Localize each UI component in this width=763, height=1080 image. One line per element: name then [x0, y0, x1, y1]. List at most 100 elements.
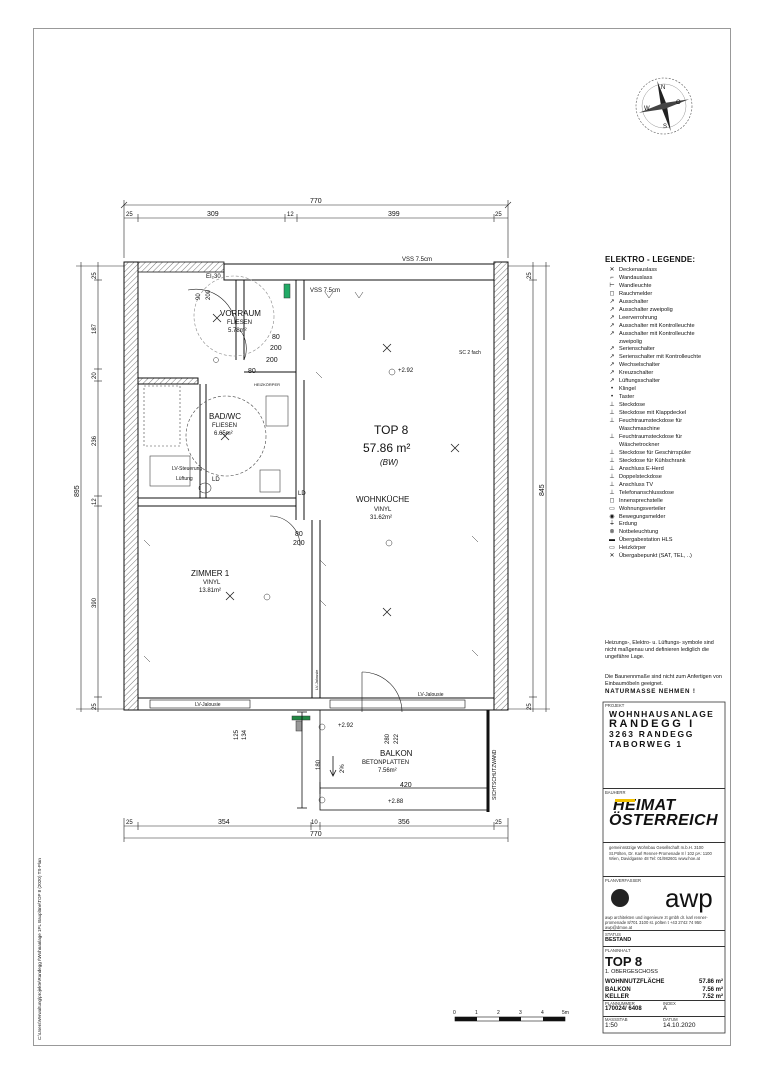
legend-label: Steckdose für Kühlschrank: [619, 457, 686, 464]
legend-label: Leerverrohrung: [619, 314, 658, 321]
zimmer-area: 13.81m²: [199, 588, 221, 594]
legend-symbol-icon: ⏚: [608, 521, 615, 528]
legend-item: ⊥Doppelsteckdose: [605, 474, 723, 482]
dim-left-s5: 12: [92, 498, 98, 505]
datum-value: 14.10.2020: [663, 1022, 696, 1029]
bad-floor: FLIESEN: [212, 423, 237, 429]
scale-0: 0: [453, 1010, 456, 1016]
legend-label: Telefonanschlussdose: [619, 489, 675, 496]
plannummer-label: PLANNUMMER: [605, 1001, 635, 1006]
scale-5: 5m: [562, 1010, 569, 1016]
side-path: C:\Users\Verwaltung\projekte\Randegg I\W…: [37, 858, 42, 1040]
projekt-label: PROJEKT: [605, 703, 625, 708]
sichtschutzwand: SICHTSCHUTZWAND: [492, 749, 498, 800]
vs-200: 200: [206, 289, 212, 300]
area-value: 7.56 m²: [702, 986, 723, 993]
legend-label: Wandauslass: [619, 274, 653, 281]
legend-item: ⊥Steckdose: [605, 402, 723, 410]
dimension-right: [508, 262, 550, 712]
massstab-value: 1:50: [605, 1022, 618, 1029]
status-label: STATUS: [605, 932, 621, 937]
scale-4: 4: [541, 1010, 544, 1016]
scale-3: 3: [519, 1010, 522, 1016]
legend-item: ⊥Steckdose mit Klappdeckel: [605, 410, 723, 418]
legend-item: ⊥Feuchtraumsteckdose für: [605, 434, 723, 442]
legend-symbol-icon: ⊥: [609, 449, 615, 456]
status-value: BESTAND: [605, 937, 632, 943]
legend-symbol-icon: ⊥: [609, 489, 615, 496]
room-top-name: TOP 8: [374, 423, 409, 437]
plannummer-value: 170024/ 6408: [605, 1006, 642, 1012]
projekt-line-3: 3263 RANDEGG: [609, 729, 695, 739]
legend-item: ↗Kreuzschalter: [605, 370, 723, 378]
zimmer-name: ZIMMER 1: [191, 569, 230, 578]
legend-label: Erdung: [619, 521, 638, 528]
compass-o: O: [676, 100, 681, 106]
legend-title: ELEKTRO - LEGENDE:: [605, 255, 696, 264]
legend-symbol-icon: ↗: [609, 354, 615, 361]
legend-item: ✕Deckenauslass: [605, 267, 723, 275]
balcony-width: 420: [400, 782, 412, 789]
dimension-left: [76, 262, 124, 712]
dim-bot-total: 770: [310, 831, 322, 838]
room-top-type: (BW): [380, 458, 399, 467]
room-top-area: 57.86 m²: [363, 441, 410, 455]
legend-symbol-icon: ✕: [609, 553, 615, 560]
vorraum-name: VORRAUM: [220, 309, 261, 318]
lv-jalousie-1: LV-Jalousie: [195, 702, 221, 708]
door-222: 222: [394, 733, 400, 744]
door-80-b: 80: [248, 368, 256, 375]
dim-left-s6: 390: [92, 597, 98, 608]
lv-jalousie-2: LV-Jalousie: [418, 692, 444, 698]
vss-inner: VSS 7.5cm: [310, 288, 340, 294]
door-280: 280: [385, 733, 391, 744]
el30: EI₂30: [206, 274, 221, 280]
wohnkueche-floor: VINYL: [374, 507, 392, 513]
dim-bot-s4: 356: [398, 819, 410, 826]
dim-bot-s5: 25: [495, 820, 502, 826]
legend-label: Steckdose: [619, 402, 646, 409]
legend-label: Ausschalter mit Kontrolleuchte: [619, 330, 695, 337]
legend-symbol-icon: ⊢: [609, 282, 615, 289]
projekt-line-1: WOHNHAUSANLAGE: [609, 709, 715, 719]
dim-top-s1: 25: [126, 212, 133, 218]
electrical-legend: ELEKTRO - LEGENDE: ✕Deckenauslass⌐ Wandau…: [605, 256, 723, 561]
legend-label: Ausschalter: [619, 298, 649, 305]
legend-symbol-icon: ↗: [609, 378, 615, 385]
door-swings: [187, 288, 403, 713]
dim-left-total: 895: [74, 485, 81, 497]
legend-label: Feuchtraumsteckdose für: [619, 418, 683, 425]
legend-symbol-icon: •: [610, 394, 614, 401]
index-value: A: [663, 1006, 668, 1012]
legend-symbol-icon: ⌐: [610, 274, 614, 281]
legend-symbol-icon: ⊥: [609, 457, 615, 464]
legend-symbol-icon: ✕: [609, 266, 615, 273]
legend-label: Wechselschalter: [619, 362, 660, 369]
projekt-line-4: TABORWEG 1: [609, 739, 683, 749]
legend-item: ↗Ausschalter: [605, 299, 723, 307]
legend-item: ◻Rauchmelder: [605, 291, 723, 299]
projekt-line-2: RANDEGG I: [609, 718, 695, 730]
door-200-a: 200: [270, 345, 282, 352]
area-label: WOHNNUTZFLÄCHE: [605, 979, 665, 985]
legend-label: Ausschalter mit Kontrolleuchte: [619, 322, 695, 329]
legend-item: ⊥ Feuchtraumsteckdose für: [605, 418, 723, 426]
legend-item: ↗Leerverrohrung: [605, 315, 723, 323]
legend-item: ▬Übergabestation HLS: [605, 537, 723, 545]
legend-item: ⊥Steckdose für Geschirrspüler: [605, 450, 723, 458]
legend-symbol-icon: ⊗: [609, 529, 615, 536]
drawing-sheet: [33, 28, 731, 1046]
legend-symbol-icon: ⊥: [609, 481, 615, 488]
legend-symbol-icon: ◉: [609, 513, 615, 520]
legend-label: Serienschalter mit Kontrolleuchte: [619, 354, 702, 361]
legend-item: ↗Lüftungsschalter: [605, 378, 723, 386]
legend-item: ▭Wohnungsverteiler: [605, 506, 723, 514]
door-80-a: 80: [272, 334, 280, 341]
legend-item: ⊗Notbeleuchtung: [605, 529, 723, 537]
legend-symbol-icon: ⊥: [609, 418, 615, 425]
dimension-bottom: [123, 818, 509, 842]
sill-134: 134: [242, 729, 248, 740]
area-value: 7.52 m²: [702, 994, 723, 1000]
lv-sensor-label: LV-Steuerung: [172, 466, 202, 472]
